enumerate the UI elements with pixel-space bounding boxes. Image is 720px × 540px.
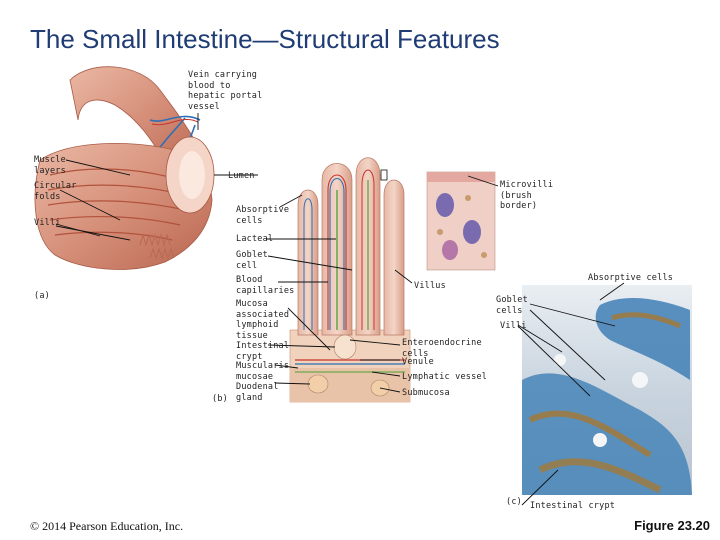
label-goblet-cell: Goblet cell [236, 250, 268, 271]
label-lymphatic-vessel: Lymphatic vessel [402, 372, 488, 382]
label-submucosa: Submucosa [402, 388, 450, 398]
intestine-illustration [34, 66, 215, 270]
micrograph [522, 285, 692, 495]
microvilli-inset [426, 171, 496, 271]
panel-label-b: (b) [212, 394, 228, 404]
label-malt: Mucosa associated lymphoid tissue [236, 299, 290, 341]
label-villus: Villus [414, 281, 446, 291]
label-villi-c: Villi [500, 321, 527, 331]
label-blood-capillaries: Blood capillaries [236, 275, 295, 296]
label-muscle-layers: Muscle layers [34, 155, 66, 176]
label-duodenal-gland: Duodenal gland [236, 382, 279, 403]
label-vein: Vein carrying blood to hepatic portal ve… [188, 70, 263, 112]
villi-illustration [289, 157, 411, 403]
label-intestinal-crypt-b: Intestinal crypt [236, 341, 290, 362]
label-venule: Venule [402, 357, 434, 367]
label-lacteal: Lacteal [236, 234, 274, 244]
label-circular-folds: Circular folds [34, 181, 77, 202]
label-lumen: Lumen [228, 171, 255, 181]
label-enteroendocrine: Enteroendocrine cells [402, 338, 482, 359]
copyright: © 2014 Pearson Education, Inc. [30, 519, 184, 533]
page-title: The Small Intestine—Structural Features [30, 24, 500, 54]
label-villi-a: Villi [34, 218, 61, 228]
label-goblet-cells-c: Goblet cells [496, 295, 528, 316]
panel-label-a: (a) [34, 291, 50, 301]
label-muscularis-mucosae: Muscularis mucosae [236, 361, 290, 382]
zoom-box [380, 169, 388, 181]
label-absorptive-cells: Absorptive cells [236, 205, 290, 226]
label-microvilli: Microvilli (brush border) [500, 180, 554, 211]
panel-label-c: (c) [506, 497, 522, 507]
label-intestinal-crypt-c: Intestinal crypt [530, 501, 616, 511]
figure-number: Figure 23.20 [634, 518, 710, 533]
leader-lines [55, 113, 625, 506]
label-absorptive-cells-c: Absorptive cells [588, 273, 674, 283]
